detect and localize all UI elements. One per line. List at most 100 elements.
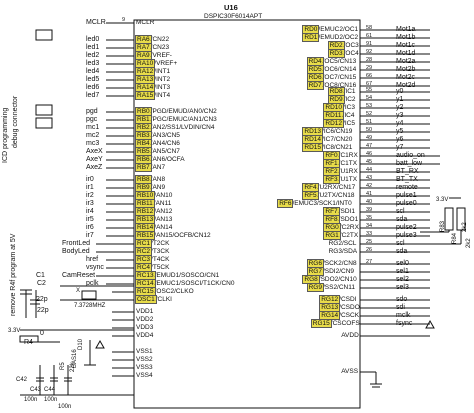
left-net-pclk: pclk (86, 280, 99, 287)
right-net-bt-tx: BT_TX (396, 176, 418, 183)
right-pin-rf8: RF8/SDO1 (323, 215, 359, 224)
left-pin-rb8: RB8/AN8 (135, 175, 166, 184)
left-net-led6: led6 (86, 84, 100, 91)
left-pin-ra14: RA14/INT3 (134, 83, 171, 92)
right-pin-rd2: RD2/OC3 (327, 41, 359, 50)
right-pin-rf2: RF2/U1RX (323, 167, 358, 176)
right-pin-avss: AVSS (341, 368, 359, 375)
right-pin-number: 42 (366, 183, 372, 189)
right-pin-rd14: RD14/IC7/CN20 (302, 135, 353, 144)
c1-value: 22p (36, 296, 48, 303)
right-pin-rd6: RD6/OC7/CN15 (306, 73, 357, 82)
right-net-y4: y4 (396, 120, 404, 127)
c44-value: 100n (58, 404, 72, 410)
left-net-href: href (86, 256, 99, 263)
right-pin-number: 34 (366, 223, 372, 229)
left-pin-rc1: RC1/T2CK (134, 239, 170, 248)
right-pin-rg1: RG1/C2TX (323, 231, 359, 240)
right-net-sda: sda (396, 216, 408, 223)
right-net-mot1c: Mot1c (396, 42, 416, 49)
right-pin-number: 58 (366, 25, 372, 31)
left-pin-vss4: VSS4 (136, 372, 153, 379)
right-pin-number: 67 (366, 81, 372, 87)
right-pin-rg13: RG13/CSDO (319, 303, 360, 312)
left-pin-rb11: RB11/AN11 (135, 199, 172, 208)
left-net-led4: led4 (86, 68, 100, 75)
left-net-ir2: ir2 (86, 192, 94, 199)
c42-label: C42 (16, 377, 28, 383)
bas16-label: BAS16 (72, 349, 78, 368)
left-pin-rb0: RB0/PGD/EMUD/AN0/CN2 (135, 107, 217, 116)
right-pin-rd4: RD4/OC5/CN13 (306, 57, 357, 66)
r83-value: 2k2 (462, 222, 468, 232)
right-pin-rf3: RF3/U1TX (323, 175, 358, 184)
left-pin-rc13: RC13/EMUD1/SOSCO/CN1 (135, 271, 220, 280)
right-pin-rg3: RG3/SDA (328, 248, 358, 255)
left-pin-vss2: VSS2 (136, 356, 153, 363)
r4-label: R4 (24, 339, 33, 346)
left-pin-rc3: RC3/T4CK (134, 255, 170, 264)
right-net-sel1: sel1 (396, 268, 409, 275)
vcc-left: 3.3V (8, 328, 21, 334)
left-pin-rb12: RB12/AN12 (134, 207, 173, 216)
right-pin-number: 33 (366, 231, 372, 237)
left-net-led5: led5 (86, 76, 100, 83)
left-net-axex: AxeX (86, 148, 103, 155)
left-pin-vdd4: VDD4 (136, 332, 154, 339)
right-net-fsync: fsync (396, 320, 413, 327)
right-pin-number: 27 (366, 259, 372, 265)
right-pin-number: 45 (366, 159, 372, 165)
right-net-mot1d: Mot1d (396, 50, 416, 57)
left-pin-ra9: RA9/VREF- (135, 51, 172, 60)
left-net-vsync: vsync (86, 264, 104, 271)
right-pin-rd15: RD15/IC8/CN21 (302, 143, 353, 152)
right-pin-number: 41 (366, 191, 372, 197)
right-pin-rg2: RG2/SCL (328, 240, 357, 247)
left-net-ir6: ir6 (86, 224, 94, 231)
right-net-y6: y6 (396, 136, 404, 143)
right-net-sel2: sel2 (396, 276, 409, 283)
right-pin-rg12: RG12/CSDI (319, 295, 357, 304)
right-pin-rg14: RG14/CSCK (319, 311, 360, 320)
right-net-sel0: sel0 (396, 260, 409, 267)
right-pin-rg8: RG8/SDO2/CN10 (302, 275, 357, 284)
right-net-mot2d: Mot2d (396, 82, 416, 89)
right-net-scl: scl (396, 208, 405, 215)
left-net-led0: led0 (86, 36, 100, 43)
left-pin-ra13: RA13/INT2 (134, 75, 171, 84)
right-net-y5: y5 (396, 128, 404, 135)
left-pin-rb15: RB15/AN15/OCFB/CN12 (134, 231, 211, 240)
left-pin-vdd1: VDD1 (136, 308, 154, 315)
right-net-audio-on: audio_on (396, 152, 425, 159)
left-pin-rc2: RC2/T3CK (134, 247, 170, 256)
remove-r4f-label: remove R4f program at 5V (10, 233, 17, 316)
c43-label: C43 (30, 387, 42, 393)
left-net-ir0: ir0 (86, 176, 94, 183)
left-net-pgc: pgc (86, 116, 98, 123)
left-pin-rb9: RB9/AN9 (135, 183, 166, 192)
right-pin-rd11: RD11/IC4 (323, 111, 355, 120)
r83-label: R83 (440, 220, 446, 232)
right-pin-rg0: RG0/C2RX (323, 223, 359, 232)
r5-label: R5 (60, 362, 66, 370)
vcc-right: 3.3V (436, 197, 449, 203)
left-pin-rb13: RB13/AN13 (134, 215, 173, 224)
crystal-frequency: 7.3728MHZ (74, 303, 106, 309)
connector-j3 (35, 117, 53, 129)
c42-value: 100n (24, 397, 38, 403)
left-pin-ra7: RA7/CN23 (135, 43, 170, 52)
connector-j2 (35, 104, 53, 116)
right-net-y1: y1 (396, 96, 404, 103)
right-pin-number: 54 (366, 95, 372, 101)
right-pin-number: 50 (366, 127, 372, 133)
left-pin-rc14: RC14/EMUC1/SOSCI/T1CK/CN0 (135, 279, 235, 288)
left-net-frontled: FrontLed (62, 240, 91, 247)
c43-value: 100n (44, 397, 58, 403)
right-pin-rd13: RD13/IC6/CN19 (302, 127, 353, 136)
left-pin-ra15: RA15/INT4 (134, 91, 171, 100)
left-net-ir3: ir3 (86, 200, 94, 207)
left-net-ir5: ir5 (86, 216, 94, 223)
right-net-y0: y0 (396, 88, 404, 95)
right-pin-rd9: RD9/IC2 (327, 95, 356, 104)
r4-value: 0 (40, 330, 44, 337)
